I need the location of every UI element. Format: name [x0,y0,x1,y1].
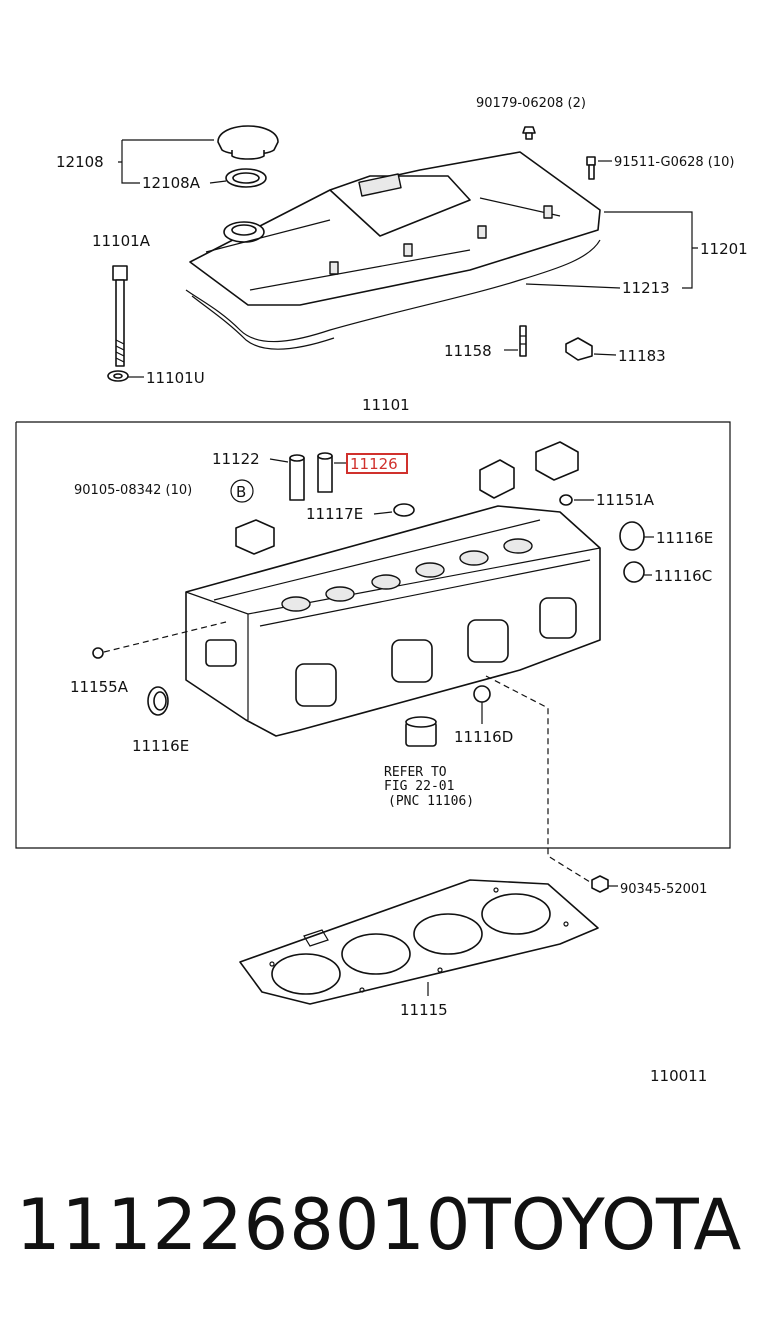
label-plug-a-left[interactable]: 11155A [70,678,129,696]
head-cover-part[interactable] [189,151,601,306]
label-cover-assy[interactable]: 11201 [700,240,748,258]
head-gasket-part[interactable] [239,879,599,1005]
cam-cap-parts[interactable] [235,441,579,555]
label-plug-e-left[interactable]: 11116E [132,737,189,755]
cover-bracket [604,211,698,289]
refer-part[interactable] [405,716,437,747]
label-b-marker: B [236,483,246,501]
label-filler-cap[interactable]: 12108 [56,153,104,171]
filler-bracket [118,139,214,184]
leader-cover-gasket [525,283,621,289]
highlight-box [346,453,408,474]
label-stud-right[interactable]: 91511-G0628 (10) [614,155,735,170]
label-pin[interactable]: 11158 [444,342,492,360]
part-number: 1112268010 [16,1184,472,1266]
plug-e-left-part[interactable] [147,686,169,716]
washer-part[interactable] [107,370,129,382]
label-head-bolt[interactable]: 11101A [92,232,151,250]
label-plug-e-right[interactable]: 11116E [656,529,713,547]
leader-filler-gasket [209,180,227,184]
label-plug-d[interactable]: 11116D [454,728,513,746]
leader-guide [269,458,289,463]
bolt-bottom-part[interactable] [591,875,609,893]
label-bolt-b[interactable]: 90105-08342 (10) [74,483,192,498]
label-clamp[interactable]: 11183 [618,347,666,365]
head-bolt-part[interactable] [112,265,128,367]
clamp-part[interactable] [565,337,593,361]
plug-a-part[interactable] [559,494,573,506]
filler-gasket-part[interactable] [225,168,267,188]
bolt-90179-part[interactable] [522,126,536,140]
label-seal-e[interactable]: 11117E [306,505,363,523]
label-head-assy[interactable]: 11101 [362,396,410,414]
plug-d-part[interactable] [473,685,491,703]
label-plug-c[interactable]: 11116C [654,567,712,585]
leader-seal-e [373,511,393,515]
head-assy-frame [15,421,731,849]
label-cover-gasket[interactable]: 11213 [622,279,670,297]
label-refer-2: FIG 22-01 [384,779,454,794]
plug-a-left-part[interactable] [92,647,104,659]
label-guide-highlight[interactable]: 11126 [350,455,398,473]
pin-part[interactable] [519,325,527,357]
head-cover-gasket-part[interactable] [185,239,601,350]
leader-clamp [593,353,617,356]
figure-code: 110011 [650,1067,707,1085]
stud-91511-part[interactable] [586,156,596,180]
cylinder-head-part[interactable] [185,505,601,737]
valve-guide-part[interactable] [289,454,305,501]
label-refer-1: REFER TO [384,765,447,780]
label-head-gasket[interactable]: 11115 [400,1001,448,1019]
label-bolt-top[interactable]: 90179-06208 (2) [476,96,586,111]
b-marker-circle [230,479,254,503]
seal-e-part[interactable] [393,503,415,517]
valve-guide-highlight-part[interactable] [317,452,333,493]
plug-c-part[interactable] [623,561,645,583]
brand-name: TOYOTA [468,1184,742,1266]
leader-bolt-bottom [485,675,591,883]
label-guide[interactable]: 11122 [212,450,260,468]
filler-cap-part[interactable] [217,125,279,160]
label-refer-3[interactable]: (PNC 11106) [388,794,474,809]
plug-e-right-part[interactable] [619,521,645,551]
label-bolt-bottom[interactable]: 90345-52001 [620,882,707,897]
label-filler-gasket[interactable]: 12108A [142,174,201,192]
leader-plug-a-left [103,621,227,653]
label-washer[interactable]: 11101U [146,369,205,387]
label-plug-a[interactable]: 11151A [596,491,655,509]
